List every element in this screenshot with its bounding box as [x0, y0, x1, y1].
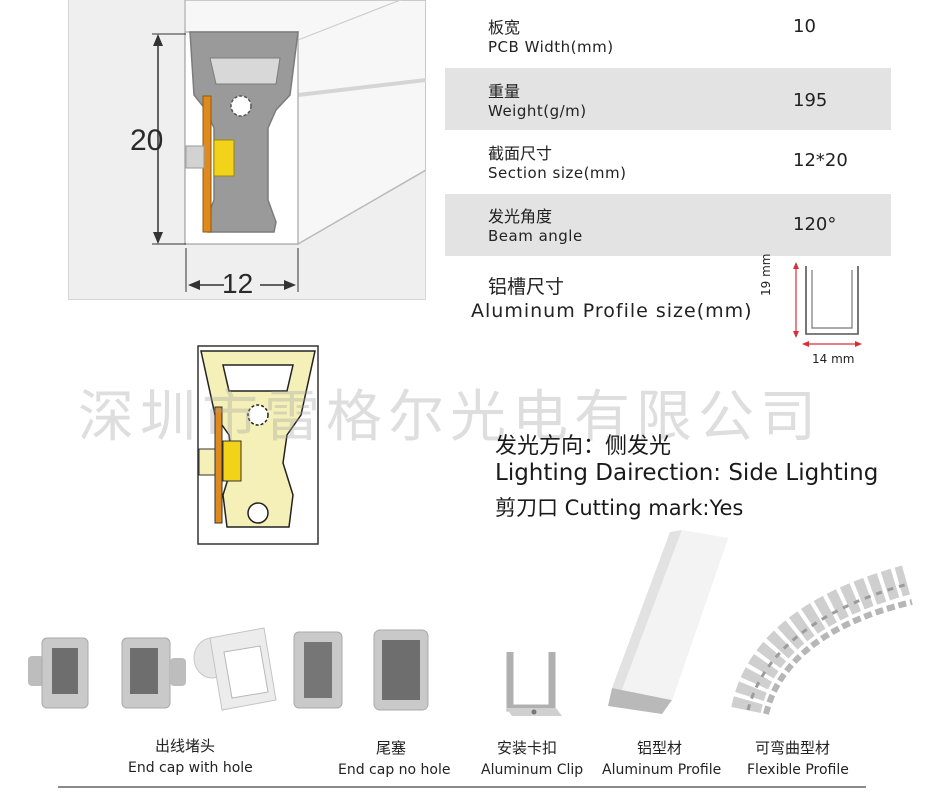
lighting-direction-cn: 发光方向：侧发光 — [495, 434, 672, 459]
spec-row-beam-angle: 发光角度 Beam angle 120° — [445, 194, 891, 256]
end-cap-with-hole-images — [28, 627, 277, 711]
spec-label-en: Weight(g/m) — [488, 102, 587, 120]
spec-label-cn: 发光角度 — [488, 207, 553, 226]
height-dimension-label: 20 — [130, 124, 164, 157]
spec-value: 120° — [793, 214, 837, 235]
spec-label-en: PCB Width(mm) — [488, 38, 614, 56]
accessory-label-en: End cap no hole — [338, 762, 451, 778]
accessory-label-cn: 尾塞 — [376, 739, 407, 757]
accessory-label-en: Flexible Profile — [747, 762, 849, 778]
aluminum-profile-image — [608, 530, 728, 714]
aluminum-width-label: 14 mm — [812, 352, 855, 366]
aluminum-profile-label-cn: 铝槽尺寸 — [488, 276, 565, 298]
cutting-mark-text: 剪刀口 Cutting mark:Yes — [495, 496, 744, 520]
aluminum-profile-label-en: Aluminum Profile size(mm) — [471, 300, 753, 322]
accessory-label-en: End cap with hole — [128, 760, 253, 776]
spec-label-en: Section size(mm) — [488, 164, 627, 182]
width-dimension-label: 12 — [222, 268, 254, 299]
spec-value: 195 — [793, 90, 828, 111]
spec-label-cn: 截面尺寸 — [488, 144, 553, 163]
spec-row-weight: 重量 Weight(g/m) 195 — [445, 68, 891, 130]
spec-label-cn: 板宽 — [488, 18, 521, 37]
flexible-profile-image — [731, 565, 913, 715]
accessory-label-cn: 铝型材 — [637, 739, 683, 757]
aluminum-height-label: 19 mm — [759, 253, 773, 296]
accessory-label-cn: 安装卡扣 — [497, 739, 558, 757]
aluminum-clip-image — [506, 652, 562, 716]
end-cap-no-hole-images — [293, 629, 429, 711]
profile-cross-section-drawing — [152, 0, 426, 292]
spec-label-en: Beam angle — [488, 227, 583, 245]
company-watermark: 深圳市雷格尔光电有限公司 — [78, 385, 822, 450]
accessory-label-cn: 出线堵头 — [155, 737, 216, 755]
accessory-label-en: Aluminum Profile — [602, 762, 722, 778]
aluminum-channel-diagram — [793, 262, 862, 347]
spec-value: 12*20 — [793, 150, 848, 171]
lighting-cross-section-drawing — [197, 345, 319, 545]
accessory-label-cn: 可弯曲型材 — [755, 739, 831, 757]
accessory-label-en: Aluminum Clip — [481, 762, 584, 778]
spec-label-cn: 重量 — [488, 82, 521, 101]
lighting-direction-en: Lighting Dairection: Side Lighting — [495, 460, 879, 486]
bottom-divider — [58, 786, 866, 788]
spec-row-pcb-width: 板宽 PCB Width(mm) 10 — [445, 0, 891, 68]
spec-row-section-size: 截面尺寸 Section size(mm) 12*20 — [445, 130, 891, 192]
spec-value: 10 — [793, 16, 816, 37]
